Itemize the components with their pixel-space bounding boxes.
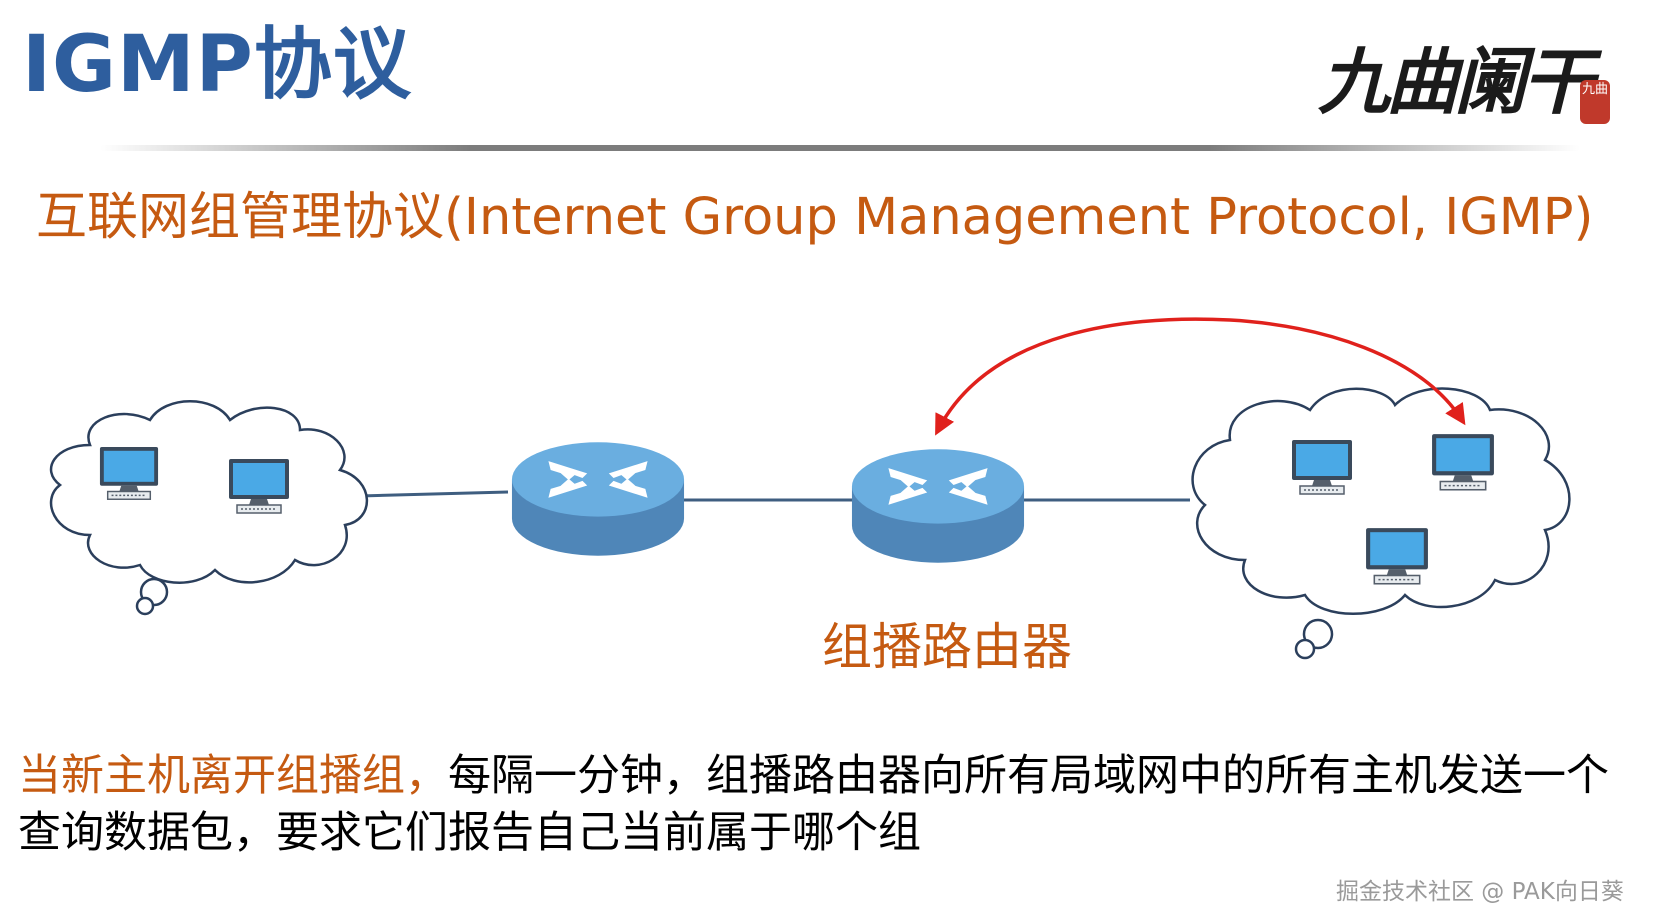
double-arrow-icon: [935, 317, 1466, 436]
subtitle: 互联网组管理协议(Internet Group Management Proto…: [36, 188, 1594, 247]
computer-icon: [228, 458, 290, 514]
page-title: IGMP协议: [22, 20, 412, 110]
brand-logo: 九曲阑干 九曲: [1318, 38, 1618, 138]
computer-icon: [1431, 433, 1495, 491]
computer-icon: [1291, 439, 1353, 495]
router-icon: [851, 448, 1025, 564]
router-icon: [511, 441, 685, 557]
logo-seal-icon: 九曲: [1580, 80, 1610, 124]
description-highlight: 当新主机离开组播组，: [18, 751, 448, 801]
cloud-icon: [49, 400, 369, 616]
computer-icon: [1365, 527, 1429, 585]
computer-icon: [99, 446, 159, 500]
header-divider: [100, 145, 1580, 151]
router-label: 组播路由器: [822, 618, 1072, 676]
link-left-cloud-router1: [359, 490, 509, 498]
cloud-icon: [1191, 387, 1571, 660]
description-body: 每隔一分钟，组播路由器向所有局域网中的所有主机发送一个查询数据包，要求它们报告自…: [18, 751, 1609, 858]
watermark: 掘金技术社区 @ PAK向日葵: [1336, 879, 1624, 905]
logo-text: 九曲阑干: [1318, 39, 1594, 124]
description-text: 当新主机离开组播组，每隔一分钟，组播路由器向所有局域网中的所有主机发送一个查询数…: [18, 748, 1638, 862]
network-diagram: [49, 317, 1571, 660]
